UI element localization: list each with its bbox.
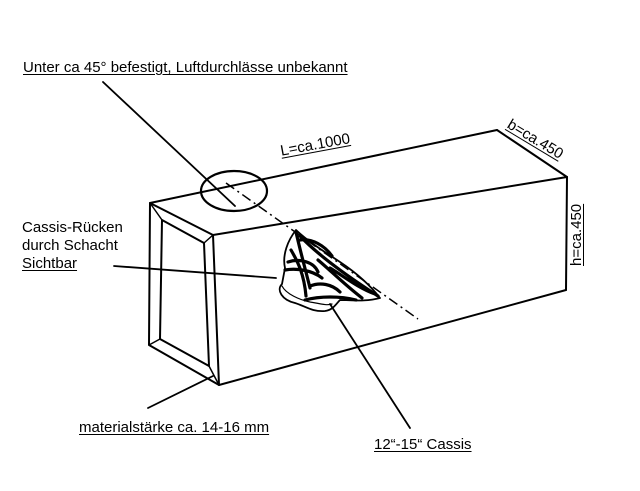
box-back-vertical-edge (565, 176, 568, 291)
box-top-back-edge (496, 129, 568, 178)
box-inner-opening (159, 219, 210, 367)
box-bottom-edge (218, 289, 567, 386)
leader-mounting (102, 81, 236, 207)
leader-cassis-size (329, 303, 411, 429)
cassis-back-line-3: Sichtbar (22, 255, 78, 272)
mounting-note: Unter ca 45° befestigt, Luftdurchlässe u… (23, 59, 348, 76)
box-top-front-edge (212, 176, 568, 236)
material-note: materialstärke ca. 14-16 mm (79, 419, 270, 436)
mounting-circle (199, 169, 269, 213)
height-label: h=ca.450 (568, 203, 585, 266)
box-top-left-edge (149, 129, 498, 204)
cassis-back-note: Cassis-Rücken durch Schacht Sichtbar (22, 219, 123, 273)
cassis-back-line-1: Cassis-Rücken (22, 219, 123, 236)
cassis-sketch (278, 229, 381, 312)
leader-cassis-back (113, 265, 277, 279)
cassis-back-line-2: durch Schacht (22, 237, 118, 254)
cassis-size-note: 12“-15“ Cassis (374, 436, 472, 453)
leader-material (147, 375, 214, 409)
